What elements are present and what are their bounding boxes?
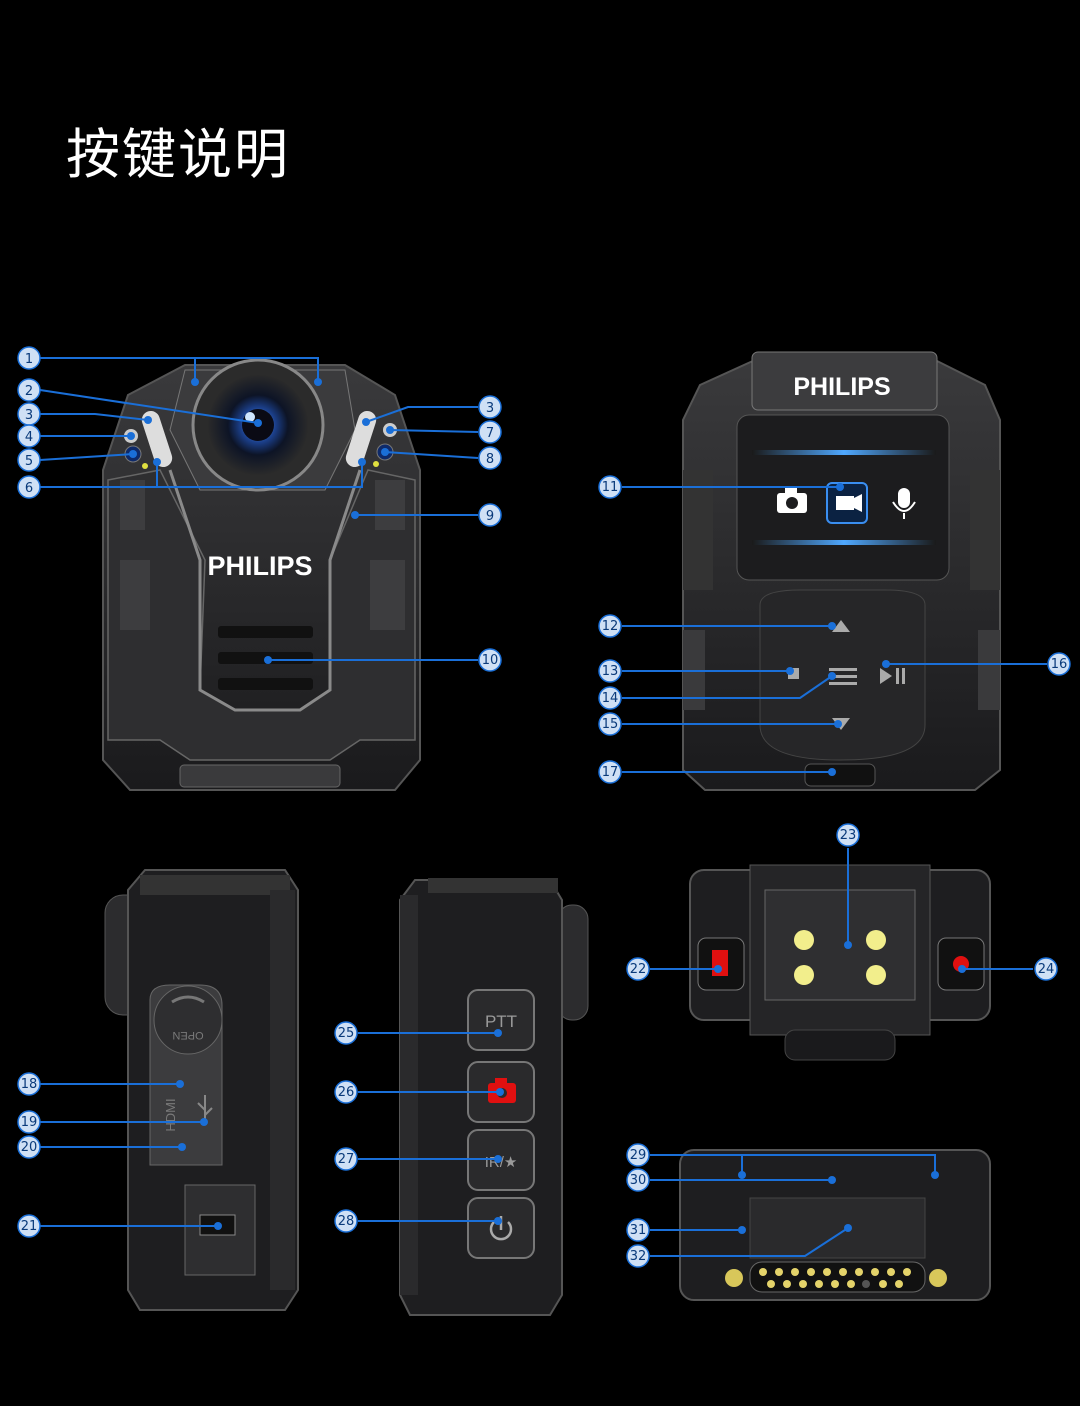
hdmi-label: HDMI — [163, 1098, 178, 1131]
svg-text:10: 10 — [482, 653, 499, 668]
right-side-view: PTT IR/★ — [399, 878, 589, 1316]
callout-9: 9 — [478, 503, 502, 527]
svg-text:2: 2 — [25, 384, 33, 399]
callout-6: 6 — [17, 475, 41, 499]
open-label: OPEN — [172, 1029, 203, 1041]
callout-29: 29 — [626, 1143, 650, 1167]
svg-text:3: 3 — [486, 401, 494, 416]
callout-3-left: 3 — [17, 402, 41, 426]
svg-text:1: 1 — [25, 352, 33, 367]
callout-14: 14 — [598, 686, 622, 710]
svg-text:15: 15 — [602, 717, 619, 732]
callout-11: 11 — [598, 475, 622, 499]
callout-4: 4 — [17, 424, 41, 448]
pogo-pins — [759, 1268, 911, 1288]
callout-31: 31 — [626, 1218, 650, 1242]
svg-text:30: 30 — [630, 1173, 647, 1188]
svg-text:25: 25 — [338, 1026, 355, 1041]
svg-text:28: 28 — [338, 1214, 355, 1229]
callout-markers: 1 2 3 4 5 6 3 7 8 9 10 11 12 13 14 15 16… — [17, 346, 1071, 1268]
callout-17: 17 — [598, 760, 622, 784]
front-brand-logo: PHILIPS — [207, 551, 312, 581]
callout-10: 10 — [478, 648, 502, 672]
svg-text:17: 17 — [602, 765, 619, 780]
left-side-view: OPEN HDMI — [104, 869, 299, 1311]
svg-text:6: 6 — [25, 481, 33, 496]
callout-23: 23 — [836, 823, 860, 847]
svg-text:31: 31 — [630, 1223, 647, 1238]
back-brand-logo: PHILIPS — [793, 373, 890, 401]
callout-15: 15 — [598, 712, 622, 736]
up-button-icon[interactable] — [832, 620, 850, 632]
callout-12: 12 — [598, 614, 622, 638]
menu-button-icon[interactable] — [829, 668, 857, 685]
callout-21: 21 — [17, 1214, 41, 1238]
microphone-icon[interactable] — [892, 488, 916, 519]
callout-16: 16 — [1047, 652, 1071, 676]
svg-text:19: 19 — [21, 1115, 38, 1130]
callout-32: 32 — [626, 1244, 650, 1268]
callout-lines — [39, 357, 1047, 1257]
svg-text:9: 9 — [486, 509, 494, 524]
top-view — [689, 864, 991, 1061]
ptt-button[interactable] — [467, 989, 535, 1051]
callout-3-right: 3 — [478, 395, 502, 419]
svg-text:4: 4 — [25, 430, 33, 445]
callout-endpoints — [127, 378, 966, 1234]
svg-text:20: 20 — [21, 1140, 38, 1155]
svg-text:13: 13 — [602, 664, 619, 679]
svg-text:29: 29 — [630, 1148, 647, 1163]
callout-2: 2 — [17, 378, 41, 402]
stop-button-icon[interactable] — [788, 668, 799, 679]
svg-text:7: 7 — [486, 426, 494, 441]
callout-5: 5 — [17, 448, 41, 472]
svg-text:12: 12 — [602, 619, 619, 634]
svg-text:23: 23 — [840, 828, 857, 843]
page-title: 按键说明 — [66, 123, 290, 186]
ptt-label: PTT — [485, 1012, 517, 1031]
callout-28: 28 — [334, 1209, 358, 1233]
fill-lights — [794, 930, 886, 985]
callout-1: 1 — [17, 346, 41, 370]
back-view: PHILIPS — [682, 351, 1001, 791]
svg-text:3: 3 — [25, 408, 33, 423]
svg-text:21: 21 — [21, 1219, 38, 1234]
callout-18: 18 — [17, 1072, 41, 1096]
callout-27: 27 — [334, 1147, 358, 1171]
callout-25: 25 — [334, 1021, 358, 1045]
callout-7: 7 — [478, 420, 502, 444]
svg-text:16: 16 — [1051, 657, 1068, 672]
callout-24: 24 — [1034, 957, 1058, 981]
charging-contact — [804, 763, 876, 787]
svg-text:11: 11 — [602, 480, 619, 495]
callout-30: 30 — [626, 1168, 650, 1192]
callout-19: 19 — [17, 1110, 41, 1134]
svg-text:27: 27 — [338, 1152, 355, 1167]
svg-text:14: 14 — [602, 691, 619, 706]
callout-8: 8 — [478, 446, 502, 470]
camera-icon[interactable] — [777, 488, 807, 513]
svg-text:5: 5 — [25, 454, 33, 469]
callout-26: 26 — [334, 1080, 358, 1104]
svg-text:24: 24 — [1038, 962, 1055, 977]
svg-text:8: 8 — [486, 452, 494, 467]
callout-13: 13 — [598, 659, 622, 683]
svg-text:22: 22 — [630, 962, 647, 977]
callout-22: 22 — [626, 957, 650, 981]
play-pause-icon[interactable] — [880, 668, 905, 684]
video-camera-icon[interactable] — [826, 482, 868, 524]
svg-text:18: 18 — [21, 1077, 38, 1092]
callout-20: 20 — [17, 1135, 41, 1159]
bottom-view — [679, 1149, 991, 1301]
svg-text:32: 32 — [630, 1249, 647, 1264]
svg-text:26: 26 — [338, 1085, 355, 1100]
